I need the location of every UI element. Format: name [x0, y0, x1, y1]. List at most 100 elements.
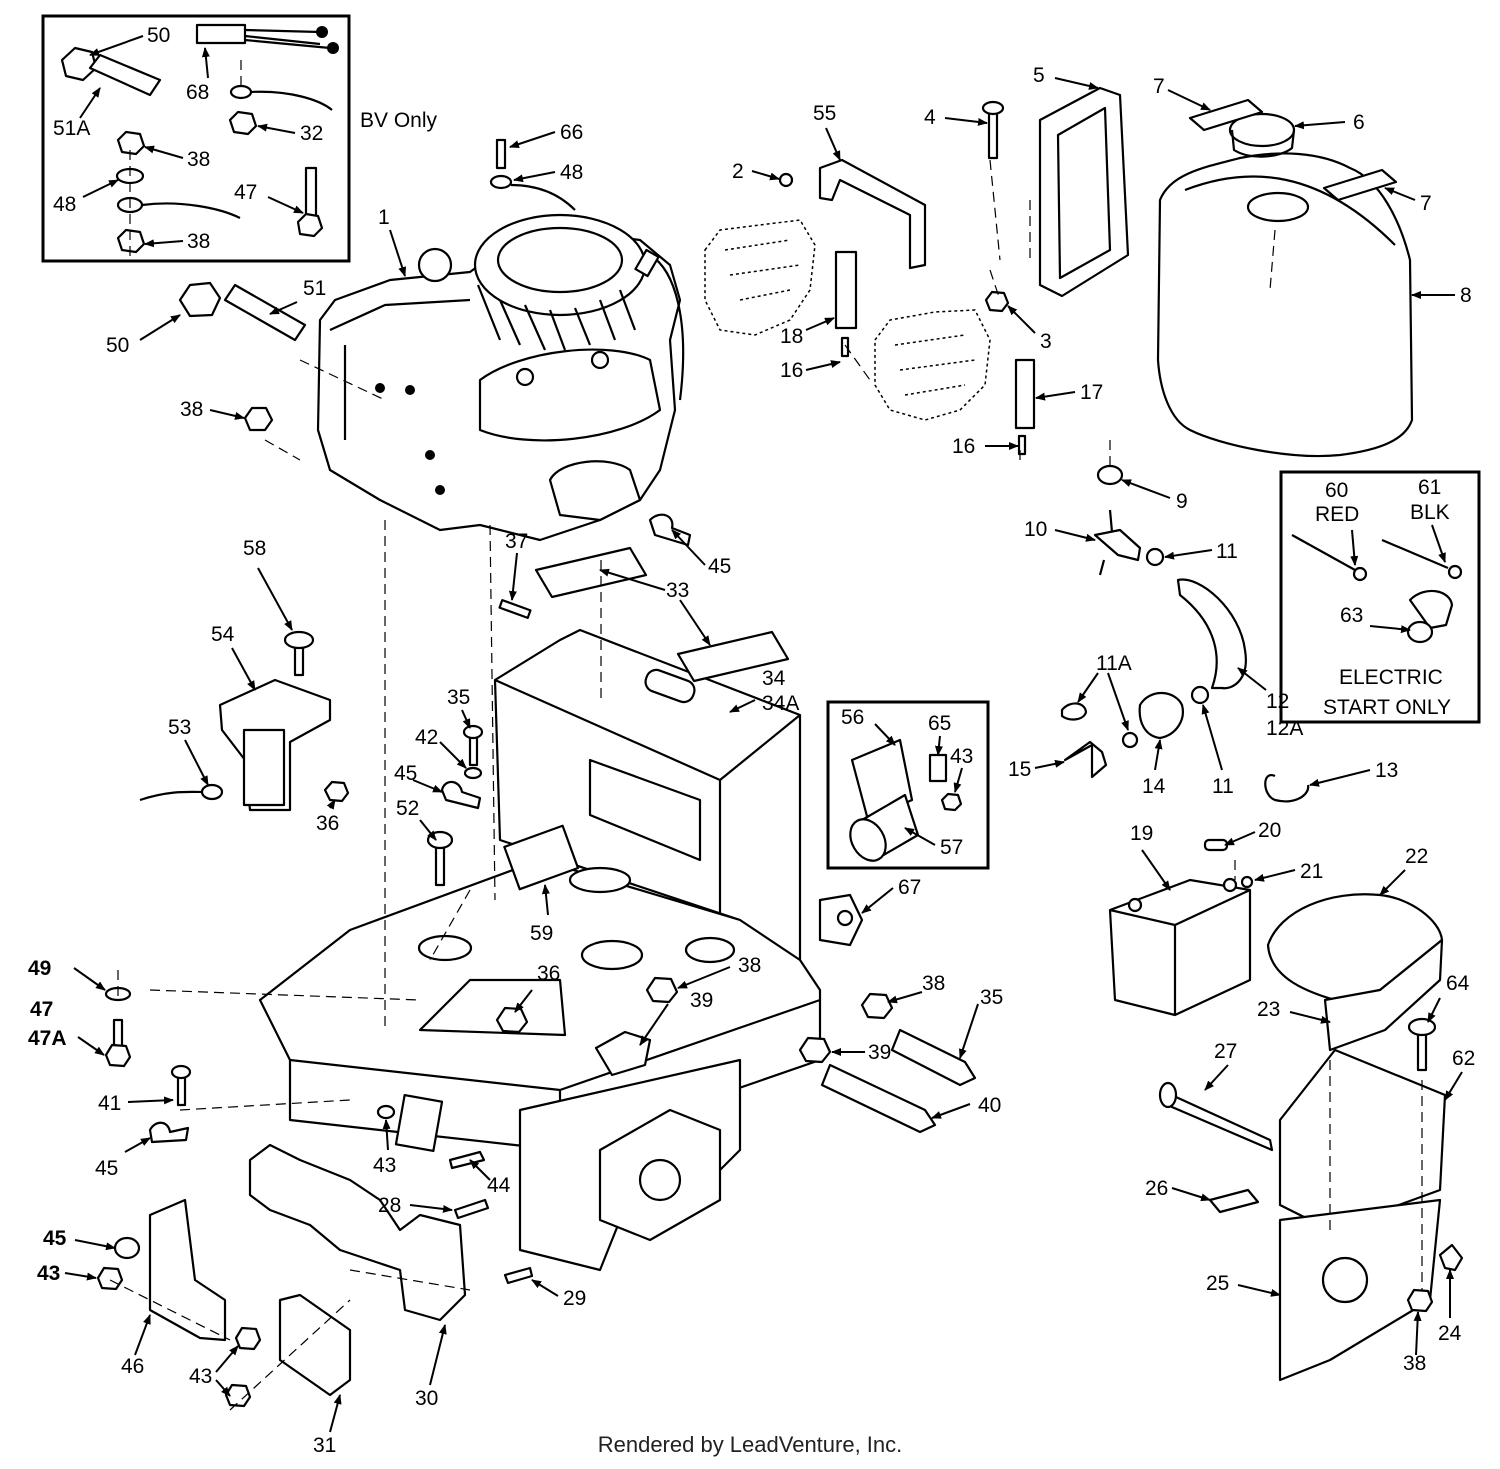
bracket-55 [818, 158, 927, 270]
nut-36-switch [323, 780, 350, 803]
callout-43c: 43 [37, 1262, 60, 1285]
callout-38d: 38 [738, 954, 761, 977]
engine-blower-top [496, 226, 624, 294]
frame-hole-1 [417, 934, 473, 962]
leader-46 [134, 1314, 151, 1356]
leader-7a [1167, 89, 1211, 111]
nut-38-engine [243, 406, 274, 432]
carburetor-left [704, 219, 816, 336]
frame-hitch-hole [638, 1158, 682, 1202]
callout-43d: 43 [189, 1365, 212, 1388]
washer-42 [463, 766, 483, 780]
pin-51 [223, 283, 307, 342]
leader-51a [79, 87, 101, 119]
leader-27 [1204, 1064, 1229, 1091]
leader-49 [73, 967, 106, 991]
leader-11a-cap-1 [1077, 672, 1099, 703]
terminal-60 [1352, 566, 1368, 582]
leader-67 [861, 887, 894, 914]
callout-46: 46 [121, 1355, 144, 1378]
callout-36b: 36 [537, 962, 560, 985]
leader-16a [805, 360, 841, 371]
wire-60-red [1291, 534, 1356, 571]
callout-51a: 51A [53, 117, 90, 140]
leader-43c [64, 1272, 97, 1281]
leader-23 [1289, 1011, 1331, 1024]
callout-51: 51 [303, 277, 326, 300]
leader-47a [267, 196, 304, 214]
screw-64-head [1407, 1017, 1437, 1037]
washer-39-frame [594, 1030, 652, 1077]
leader-39a [639, 1003, 669, 1046]
callout-49: 49 [28, 957, 51, 980]
carburetor-right [874, 309, 991, 421]
leader-62 [1444, 1071, 1463, 1101]
wire-blk-number: 61 [1418, 476, 1441, 499]
leader-2 [751, 170, 780, 181]
leader-38f [1413, 1311, 1422, 1356]
leader-40 [931, 1103, 971, 1119]
leader-38e [887, 991, 923, 1004]
leader-68 [201, 47, 210, 79]
wires-68 [244, 28, 331, 50]
leader-55 [825, 127, 841, 161]
callout-45b: 45 [394, 762, 417, 785]
leader-45c [124, 1137, 151, 1153]
terminal-53 [200, 783, 224, 801]
callout-23: 23 [1257, 998, 1280, 1021]
leader-3 [1007, 305, 1036, 334]
leader-43d-a [215, 1345, 239, 1373]
plate-31 [278, 1293, 352, 1397]
callout-68: 68 [186, 81, 209, 104]
callout-62: 62 [1452, 1047, 1475, 1070]
callout-12A: 12A [1266, 717, 1303, 740]
battery-terminal-b [1222, 877, 1238, 893]
plate-17 [1014, 358, 1036, 430]
callout-45c: 45 [95, 1157, 118, 1180]
wire-53 [139, 790, 206, 802]
leader-57 [904, 827, 936, 846]
electric-start-inset-frame [1279, 470, 1481, 724]
bolt-dot-2 [405, 385, 415, 395]
clip-2 [778, 172, 794, 188]
leader-19 [1141, 849, 1171, 891]
callout-7a: 7 [1153, 75, 1165, 98]
ground-wire-48 [510, 183, 576, 211]
leader-51 [269, 301, 298, 315]
nut-38-frame [645, 976, 679, 1004]
leader-54 [231, 647, 256, 691]
tank-strap-5-inner [1056, 106, 1112, 280]
callout-2: 2 [732, 160, 744, 183]
starter-solenoid-inset [826, 700, 990, 870]
leader-53 [184, 739, 209, 786]
leader-25 [1237, 1284, 1281, 1297]
clamp-45-left [148, 1121, 190, 1144]
leader-11a-cap-2 [1107, 672, 1129, 731]
callout-57: 57 [940, 836, 963, 859]
wire-red-number: 60 [1325, 479, 1348, 502]
nut-43-30 [234, 1326, 262, 1351]
leader-1 [389, 229, 407, 277]
leader-50a [89, 35, 144, 56]
bolt-20 [1203, 838, 1229, 852]
callout-4: 4 [924, 106, 936, 129]
screw-35-small [468, 733, 479, 767]
boot-63 [1408, 589, 1454, 630]
plate-30 [248, 1143, 467, 1322]
wire-61-blk [1381, 538, 1449, 570]
leader-33a [599, 568, 666, 591]
leader-42 [439, 741, 467, 769]
callout-45a: 45 [708, 555, 731, 578]
clamp-11A-b [1060, 702, 1088, 721]
fuel-tank-neck [1246, 191, 1310, 223]
callout-40: 40 [978, 1094, 1001, 1117]
leader-66 [509, 131, 556, 148]
screw-28 [453, 1198, 490, 1220]
callout-38b: 38 [187, 230, 210, 253]
clamp-45-engine [648, 513, 692, 547]
callout-11b: 11 [1212, 775, 1234, 798]
callout-16a: 16 [780, 359, 803, 382]
leader-36a [326, 799, 336, 810]
callout-32: 32 [300, 122, 323, 145]
electric-start-label-1: ELECTRIC [1339, 666, 1443, 689]
